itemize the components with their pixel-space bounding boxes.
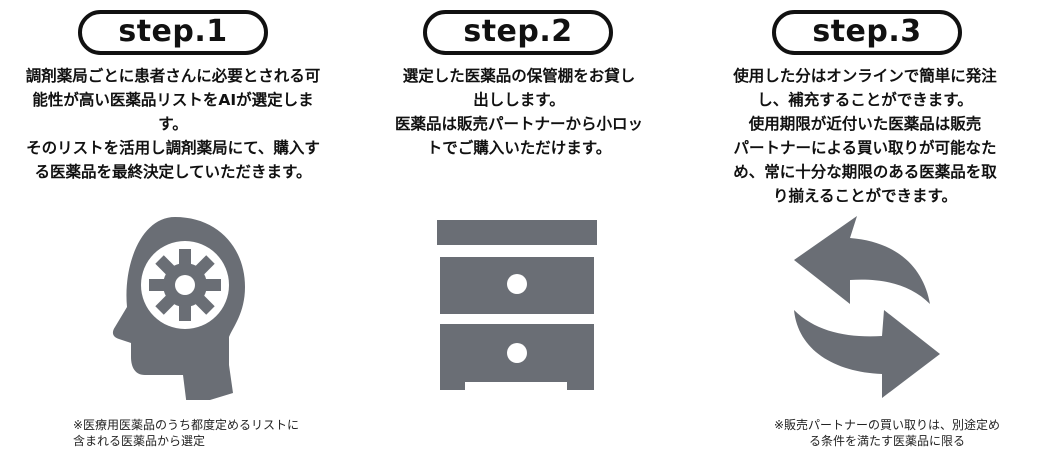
step-1-column: step.1 調剤薬局ごとに患者さんに必要とされる可 能性が高い医薬品リストをA… [0, 0, 346, 461]
step-2-description: 選定した医薬品の保管棚をお貸し 出しします。 医薬品は販売パートナーから小ロッ … [394, 67, 643, 157]
head-gear-icon [112, 217, 245, 400]
step-2-badge: step.2 [423, 10, 613, 55]
step-3-description: 使用した分はオンラインで簡単に発注 し、補充することができます。 使用期限が近付… [733, 67, 997, 205]
step-1-badge: step.1 [78, 10, 268, 55]
step-3-badge: step.3 [772, 10, 962, 55]
step-1-note: ※医療用医薬品のうち都度定めるリストに 含まれる医薬品から選定 [73, 418, 300, 448]
step-3-column: step.3 使用した分はオンラインで簡単に発注 し、補充することができます。 … [692, 0, 1038, 461]
step-1-description: 調剤薬局ごとに患者さんに必要とされる可 能性が高い医薬品リストをAIが選定しま … [25, 67, 321, 181]
step-1-label: step.1 [118, 13, 228, 49]
step-2-column: step.2 選定した医薬品の保管棚をお貸し 出しします。 医薬品は販売パートナ… [346, 0, 692, 461]
storage-cabinet-icon [437, 220, 597, 392]
step-3-label: step.3 [812, 13, 922, 49]
step-2-label: step.2 [463, 13, 573, 49]
step-3-note: ※販売パートナーの買い取りは、別途定め る条件を満たす医薬品に限る [773, 418, 1001, 448]
exchange-arrows-icon [794, 216, 940, 398]
